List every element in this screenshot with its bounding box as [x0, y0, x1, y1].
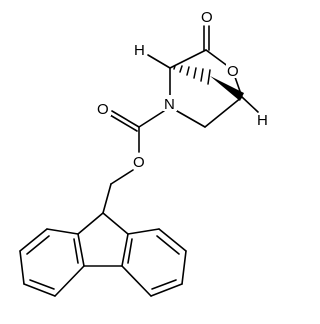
bond-c8-o-double-b [109, 114, 138, 132]
bond-c8-o-double-a [111, 110, 140, 128]
atom-label-carbonyl-oxygen: O [201, 9, 213, 26]
bond-c9-c9a [77, 212, 104, 235]
bond-c9-c8a [102, 212, 129, 235]
right-benzene-ring [121, 228, 187, 297]
bond-c8a-c4a [121, 233, 129, 267]
carbamate [102, 110, 165, 214]
atom-label-hydrogen-right: H [257, 112, 268, 129]
atom-labels: O O N H H O O [97, 8, 268, 171]
bridge-wedge-bond [210, 76, 244, 101]
bond-c3-h [147, 54, 171, 69]
bicyclic-core [147, 25, 259, 128]
bond-ch2-c9 [102, 183, 112, 214]
bond-o-ester-ch2 [110, 169, 134, 185]
bond-c3-c4 [169, 49, 207, 69]
left-benzene-ring [19, 228, 85, 297]
atom-label-nitrogen: N [164, 96, 175, 113]
bond-c9a-c4b [77, 233, 85, 267]
bond-n-c6 [176, 110, 206, 128]
atom-label-ring-oxygen: O [227, 63, 239, 80]
chemical-structure: O O N H H O O [19, 8, 268, 297]
atom-label-ester-oxygen: O [133, 154, 145, 171]
atom-label-carbamate-oxygen: O [97, 101, 109, 118]
bond-c1-h [241, 96, 259, 113]
atom-label-hydrogen-left: H [134, 42, 145, 59]
fluorene [19, 212, 187, 297]
bond-c6-c1 [204, 96, 243, 128]
bond-c4-o2 [205, 49, 230, 68]
bond-n-c8 [138, 110, 165, 128]
bridge-hash-bond [173, 65, 211, 85]
